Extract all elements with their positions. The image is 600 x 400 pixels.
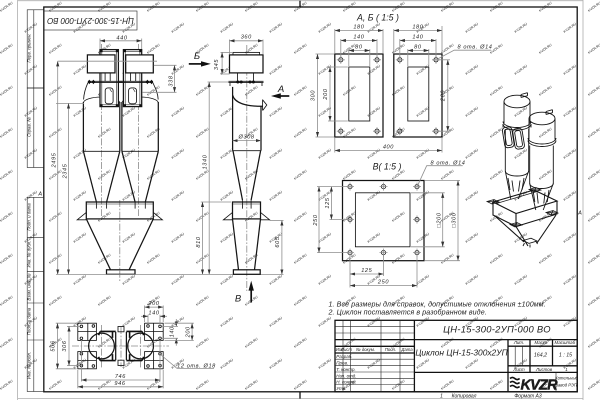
svg-text:А: А xyxy=(277,84,284,95)
svg-text:Утв.: Утв. xyxy=(336,386,346,391)
svg-text:200: 200 xyxy=(185,326,191,338)
svg-text:Изм: Изм xyxy=(336,347,344,352)
svg-text:Дата: Дата xyxy=(400,347,413,352)
svg-text:8 отв. Ø14: 8 отв. Ø14 xyxy=(430,160,465,166)
svg-text:Подп. и дата: Подп. и дата xyxy=(27,307,32,335)
svg-text:360: 360 xyxy=(241,35,252,41)
svg-text:605: 605 xyxy=(275,236,281,247)
svg-text:338: 338 xyxy=(168,75,174,86)
svg-text:Н. контр.: Н. контр. xyxy=(336,380,356,385)
svg-text:Лист: Лист xyxy=(340,347,352,352)
svg-text:завод РЭП: завод РЭП xyxy=(555,383,578,388)
svg-text:200: 200 xyxy=(147,301,159,307)
svg-text:180: 180 xyxy=(412,25,423,31)
svg-text:Формат А3: Формат А3 xyxy=(514,393,542,399)
svg-text:250: 250 xyxy=(377,280,389,286)
svg-text:В: В xyxy=(235,294,242,305)
svg-text:Разраб.: Разраб. xyxy=(336,354,352,359)
svg-text:Взам. инв. №: Взам. инв. № xyxy=(27,273,32,300)
svg-text:345: 345 xyxy=(214,59,220,70)
svg-text:Б: Б xyxy=(194,51,200,62)
svg-text:1: 1 xyxy=(440,393,443,399)
svg-text:□200: □200 xyxy=(436,212,442,227)
svg-text:Масса: Масса xyxy=(535,340,549,345)
svg-text:506: 506 xyxy=(51,340,57,351)
svg-text:Масштаб: Масштаб xyxy=(555,340,576,345)
svg-text:746: 746 xyxy=(115,374,126,380)
svg-text:В( 1:5 ): В( 1:5 ) xyxy=(373,161,402,171)
svg-text:Инв. № дубл.: Инв. № дубл. xyxy=(27,240,32,267)
svg-text:А: А xyxy=(577,211,582,217)
svg-text:ЦН-15-300-2УП-000 ВО: ЦН-15-300-2УП-000 ВО xyxy=(47,16,134,25)
svg-text:260: 260 xyxy=(441,90,447,102)
svg-text:Циклон ЦН-15-300х2УП: Циклон ЦН-15-300х2УП xyxy=(415,348,508,358)
svg-text:140: 140 xyxy=(170,326,176,337)
svg-text:1 : 15: 1 : 15 xyxy=(559,352,572,358)
svg-text:200: 200 xyxy=(323,88,329,100)
svg-text:2345: 2345 xyxy=(62,163,68,179)
svg-text:□300: □300 xyxy=(452,212,458,227)
svg-text:ЦН-15-300-2УП-000 ВО: ЦН-15-300-2УП-000 ВО xyxy=(443,324,551,335)
svg-text:Листов: Листов xyxy=(535,367,553,372)
svg-text:Инв. № подл.: Инв. № подл. xyxy=(27,352,32,379)
svg-text:А: А xyxy=(37,192,42,198)
svg-text:2. Циклон поставляется в разоб: 2. Циклон поставляется в разобранном вид… xyxy=(328,309,487,317)
svg-text:140: 140 xyxy=(353,35,364,41)
svg-text:125: 125 xyxy=(361,268,372,274)
svg-text:А, Б ( 1:5 ): А, Б ( 1:5 ) xyxy=(356,13,399,23)
svg-text:306: 306 xyxy=(62,340,68,351)
svg-text:180: 180 xyxy=(353,25,364,31)
svg-text:Подп.: Подп. xyxy=(385,347,396,352)
svg-text:2495: 2495 xyxy=(52,152,58,168)
svg-text:1: 1 xyxy=(565,367,568,372)
svg-text:Котельный: Котельный xyxy=(555,376,578,381)
svg-text:Перв. примен.: Перв. примен. xyxy=(27,33,32,62)
svg-text:400: 400 xyxy=(383,144,394,150)
svg-text:80: 80 xyxy=(355,45,363,51)
svg-text:12 отв. Ø18: 12 отв. Ø18 xyxy=(177,363,216,369)
svg-text:164,2: 164,2 xyxy=(534,352,547,358)
svg-text:Копировал: Копировал xyxy=(452,393,477,399)
svg-text:946: 946 xyxy=(114,381,125,387)
svg-text:KVZR: KVZR xyxy=(521,377,559,393)
svg-text:Лит.: Лит. xyxy=(513,340,524,345)
svg-text:Лист: Лист xyxy=(512,367,525,372)
svg-text:Пров.: Пров. xyxy=(336,360,348,365)
svg-text:440: 440 xyxy=(116,35,127,41)
svg-text:Нач. отд.: Нач. отд. xyxy=(336,373,356,378)
svg-text:125: 125 xyxy=(325,197,331,208)
svg-text:8 отв. Ø14: 8 отв. Ø14 xyxy=(457,44,492,50)
svg-text:Справ. №: Справ. № xyxy=(27,117,32,137)
svg-text:№ докум.: № докум. xyxy=(356,347,375,352)
svg-text:810: 810 xyxy=(196,236,202,247)
svg-text:140: 140 xyxy=(148,310,159,316)
svg-text:Ø308: Ø308 xyxy=(238,134,255,140)
svg-text:Подп. и дата: Подп. и дата xyxy=(27,203,32,231)
svg-text:Т. контр.: Т. контр. xyxy=(336,367,355,372)
svg-text:1. Все размеры для справок, до: 1. Все размеры для справок, допустимые о… xyxy=(329,300,546,308)
svg-text:140: 140 xyxy=(412,35,423,41)
svg-text:300: 300 xyxy=(310,90,316,101)
svg-text:80: 80 xyxy=(414,45,422,51)
svg-text:250: 250 xyxy=(313,214,319,226)
svg-text:1340: 1340 xyxy=(202,154,208,169)
